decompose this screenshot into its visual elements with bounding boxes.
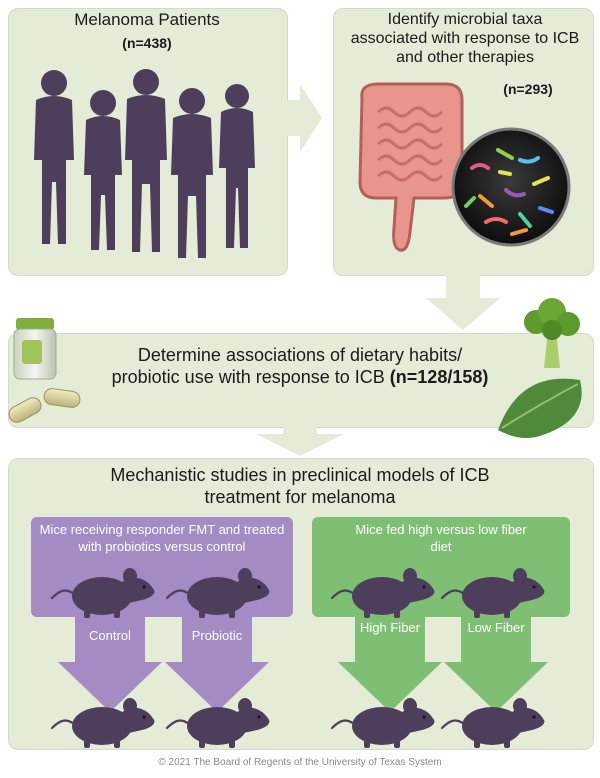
high-fiber-arrow-label: High Fiber bbox=[360, 620, 420, 635]
patients-title: Melanoma Patients bbox=[74, 10, 220, 29]
patients-count: (n=438) bbox=[122, 35, 172, 51]
diet-title-line2: probiotic use with response to ICB (n=12… bbox=[60, 366, 540, 388]
high-fiber-arrow bbox=[338, 605, 442, 712]
probiotic-jar-icon bbox=[13, 318, 57, 380]
fiber-group-title: Mice fed high versus low fiber diet bbox=[355, 522, 527, 554]
capsule-icon bbox=[8, 388, 81, 423]
fmt-probiotic-arrow bbox=[165, 605, 269, 712]
low-fiber-arrow bbox=[444, 605, 548, 712]
mouse-icon bbox=[330, 696, 436, 750]
connector-arrow-down-top bbox=[426, 274, 500, 330]
connector-arrow-right bbox=[286, 84, 322, 152]
mechanistic-title: Mechanistic studies in preclinical model… bbox=[110, 465, 490, 507]
control-arrow-label: Control bbox=[89, 628, 131, 643]
kale-icon bbox=[498, 378, 582, 438]
low-fiber-arrow-label: Low Fiber bbox=[467, 620, 525, 635]
microbe-microscope-icon bbox=[451, 127, 571, 247]
intestine-illustration bbox=[358, 82, 464, 252]
broccoli-icon bbox=[524, 298, 580, 368]
patient-silhouettes bbox=[34, 69, 255, 258]
diet-title-line1: Determine associations of dietary habits… bbox=[137, 345, 463, 365]
fmt-control-arrow bbox=[58, 605, 162, 712]
connector-arrow-down-middle bbox=[256, 426, 344, 456]
copyright-footer: © 2021 The Board of Regents of the Unive… bbox=[158, 757, 442, 768]
mouse-icon bbox=[50, 696, 156, 750]
microbial-title: Identify microbial taxa associated with … bbox=[350, 11, 580, 66]
diet-panel bbox=[8, 333, 594, 428]
probiotic-arrow-label: Probiotic bbox=[191, 628, 243, 643]
diet-title-text: probiotic use with response to ICB bbox=[111, 367, 385, 387]
diet-title-count: (n=128/158) bbox=[389, 367, 489, 387]
microbial-count: (n=293) bbox=[503, 81, 553, 97]
fmt-group-title: Mice receiving responder FMT and treated… bbox=[39, 522, 285, 554]
